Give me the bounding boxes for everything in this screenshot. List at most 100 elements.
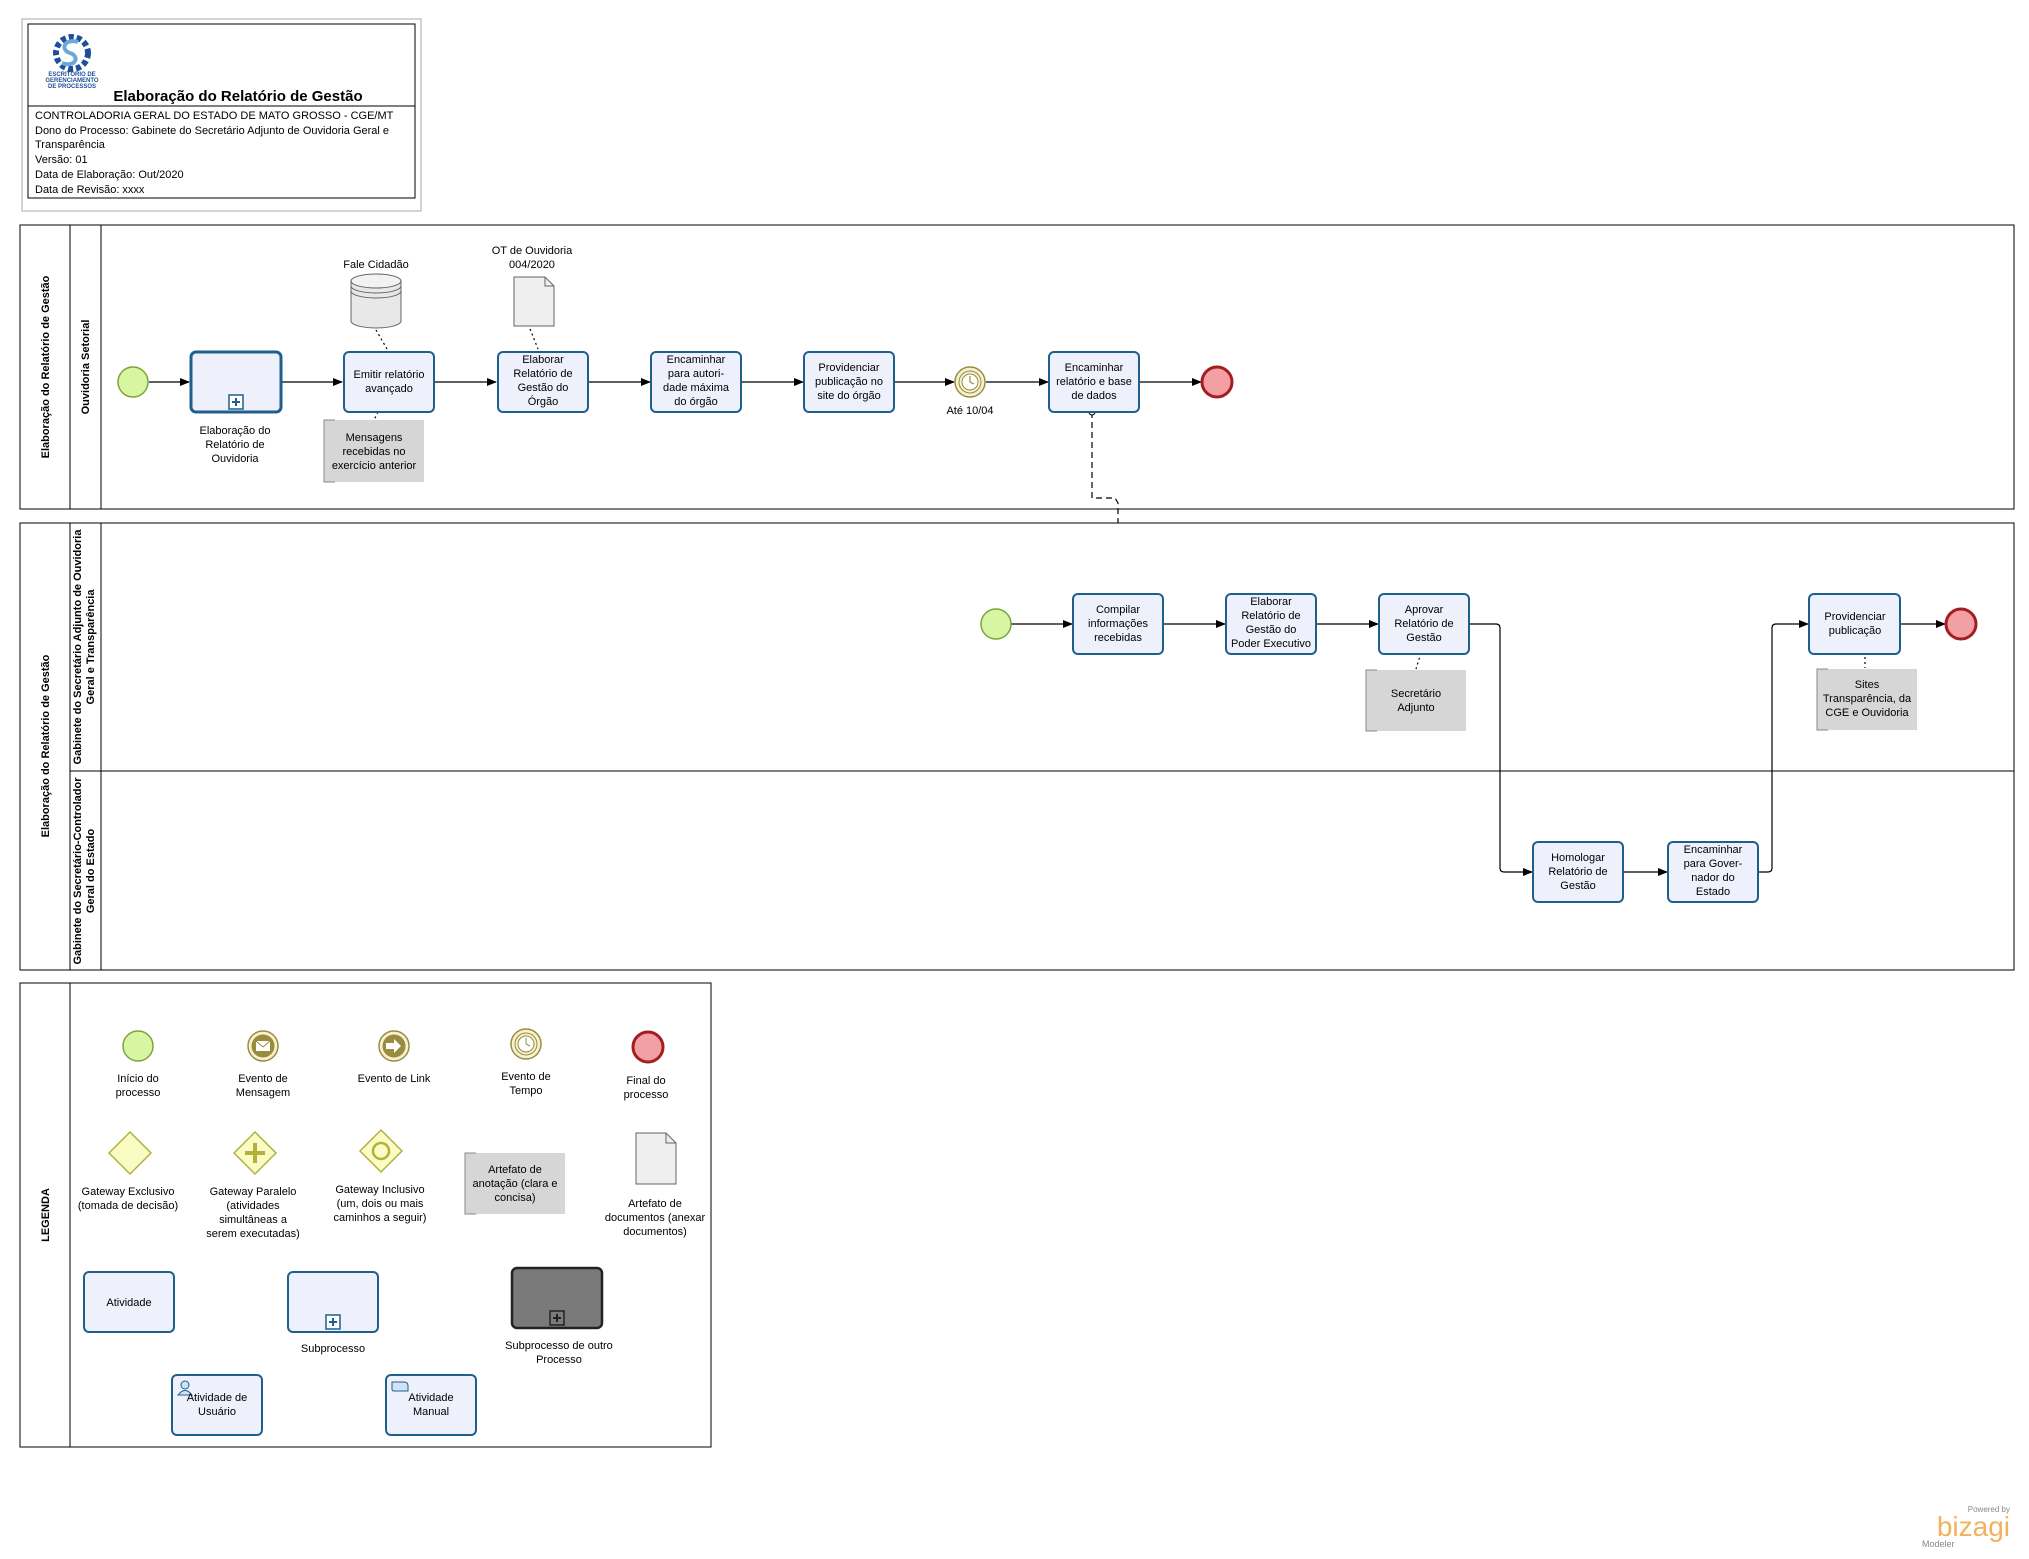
- task-label: Gestão do: [1246, 624, 1297, 636]
- task-label: recebidas: [1094, 632, 1142, 644]
- legend-label: Evento de: [501, 1071, 551, 1083]
- logo-text-1: ESCRITÓRIO DE: [48, 70, 95, 78]
- legend-label: Atividade de: [187, 1392, 248, 1404]
- page-title: Elaboração do Relatório de Gestão: [113, 88, 362, 105]
- header-line-created: Data de Elaboração: Out/2020: [35, 169, 184, 181]
- task-compilar-informacoes[interactable]: Compilar informações recebidas: [1072, 593, 1164, 655]
- task-label: informações: [1088, 618, 1148, 630]
- task-label: de dados: [1071, 390, 1117, 402]
- legend-label: Processo: [536, 1354, 582, 1366]
- start-event-ouvidoria[interactable]: [117, 366, 149, 398]
- document-label-1: OT de Ouvidoria: [492, 245, 573, 257]
- bizagi-wordmark: bizagi: [1937, 1511, 2010, 1542]
- pool-ouvidoria: Elaboração do Relatório de Gestão Ouvido…: [19, 224, 2015, 510]
- legend-label: Artefato de: [628, 1198, 682, 1210]
- annotation-mensagens: Mensagens recebidas no exercício anterio…: [323, 419, 424, 483]
- annotation-line: CGE e Ouvidoria: [1825, 707, 1909, 719]
- annotation-line: exercício anterior: [332, 460, 417, 472]
- header-box: ESCRITÓRIO DE GERENCIAMENTO DE PROCESSOS…: [21, 18, 422, 212]
- subprocess-label-3: Ouvidoria: [211, 453, 259, 465]
- timer-label: Até 10/04: [946, 405, 993, 417]
- logo-icon: ESCRITÓRIO DE GERENCIAMENTO DE PROCESSOS: [45, 34, 99, 90]
- legend-label: serem executadas): [206, 1228, 300, 1240]
- task-label: Emitir relatório: [354, 369, 425, 381]
- subprocess-label-1: Elaboração do: [200, 425, 271, 437]
- timer-event-ate-1004[interactable]: Até 10/04: [946, 366, 994, 417]
- end-event-gabinete[interactable]: [1944, 607, 1978, 641]
- task-encaminhar-governador[interactable]: Encaminhar para Gover- nador do Estado: [1667, 841, 1759, 903]
- task-encaminhar-relatorio-base[interactable]: Encaminhar relatório e base de dados: [1048, 351, 1140, 413]
- legend-title: LEGENDA: [40, 1188, 52, 1242]
- task-label: Relatório de: [513, 368, 572, 380]
- task-label: Aprovar: [1405, 604, 1444, 616]
- header-line-version: Versão: 01: [35, 154, 88, 166]
- task-label: Elaborar: [1250, 596, 1292, 608]
- legend-subprocess-icon: [287, 1271, 379, 1333]
- start-event-gabinete[interactable]: [980, 608, 1012, 640]
- annotation-line: Transparência, da: [1823, 693, 1912, 705]
- legend-label: Final do: [626, 1075, 665, 1087]
- legend-document-icon: [635, 1132, 677, 1185]
- task-label: site do órgão: [817, 390, 881, 402]
- task-providenciar-publicacao[interactable]: Providenciar publicação: [1808, 593, 1901, 655]
- lane-gabinete-controlador-1: Gabinete do Secretário-Controlador: [72, 777, 84, 965]
- legend: LEGENDA Início do processo Evento de Men…: [19, 982, 712, 1448]
- task-label: Relatório de: [1394, 618, 1453, 630]
- modeler-text: Modeler: [1922, 1539, 1955, 1549]
- legend-label: Subprocesso de outro: [505, 1340, 613, 1352]
- legend-label: Manual: [413, 1406, 449, 1418]
- task-label: Gestão: [1560, 880, 1595, 892]
- datastore-label: Fale Cidadão: [343, 259, 408, 271]
- lane-gabinete-adjunto-1: Gabinete do Secretário Adjunto de Ouvido…: [72, 529, 84, 765]
- legend-label: Subprocesso: [301, 1343, 365, 1355]
- task-label: Gestão: [1406, 632, 1441, 644]
- task-label: Providenciar: [818, 362, 879, 374]
- legend-user-task-icon: [171, 1374, 263, 1436]
- annotation-line: Adjunto: [1397, 702, 1434, 714]
- task-elaborar-relatorio-orgao[interactable]: Elaborar Relatório de Gestão do Órgão: [497, 351, 589, 413]
- data-store-fale-cidadao: Fale Cidadão: [343, 259, 409, 329]
- pool2-flows: [1010, 620, 1946, 876]
- task-label: para autori-: [668, 368, 725, 380]
- task-encaminhar-autoridade[interactable]: Encaminhar para autori- dade máxima do ó…: [650, 351, 742, 413]
- legend-timer-icon: [510, 1028, 542, 1060]
- task-aprovar-relatorio[interactable]: Aprovar Relatório de Gestão: [1378, 593, 1470, 655]
- lane-gabinete-adjunto-2: Geral e Transparência: [85, 589, 97, 705]
- task-providenciar-publicacao-site[interactable]: Providenciar publicação no site do órgão: [803, 351, 895, 413]
- legend-label: anotação (clara e: [473, 1178, 558, 1190]
- task-label: avançado: [365, 383, 413, 395]
- legend-label: Artefato de: [488, 1164, 542, 1176]
- legend-label: Evento de: [238, 1073, 288, 1085]
- pool1-name: Elaboração do Relatório de Gestão: [40, 275, 52, 458]
- legend-start-icon: [122, 1030, 154, 1062]
- task-label: Poder Executivo: [1231, 638, 1311, 650]
- task-elaborar-relatorio-poder-executivo[interactable]: Elaborar Relatório de Gestão do Poder Ex…: [1225, 593, 1317, 655]
- legend-inclusive-gateway-icon: [358, 1128, 404, 1174]
- document-label-2: 004/2020: [509, 259, 555, 271]
- legend-label: Início do: [117, 1073, 159, 1085]
- task-label: Estado: [1696, 886, 1730, 898]
- task-emitir-relatorio[interactable]: Emitir relatório avançado: [343, 351, 435, 413]
- legend-message-icon: [247, 1030, 279, 1062]
- legend-label: Usuário: [198, 1406, 236, 1418]
- subprocess-elaboracao-relatorio-ouvidoria[interactable]: Elaboração do Relatório de Ouvidoria: [189, 350, 283, 465]
- logo-text-2: GERENCIAMENTO: [45, 78, 99, 84]
- task-label: Encaminhar: [1065, 362, 1124, 374]
- legend-exclusive-gateway-icon: [107, 1130, 153, 1176]
- legend-label: Mensagem: [236, 1087, 290, 1099]
- annotation-line: Sites: [1855, 679, 1880, 691]
- document-ot-ouvidoria: OT de Ouvidoria 004/2020: [492, 245, 573, 327]
- legend-label: simultâneas a: [219, 1214, 288, 1226]
- task-label: publicação: [1829, 625, 1882, 637]
- legend-label: (tomada de decisão): [78, 1200, 178, 1212]
- legend-label: concisa): [495, 1192, 536, 1204]
- end-event-ouvidoria[interactable]: [1200, 365, 1234, 399]
- bizagi-logo: Powered by bizagi Modeler: [1922, 1505, 2010, 1549]
- task-homologar-relatorio[interactable]: Homologar Relatório de Gestão: [1532, 841, 1624, 903]
- legend-label: documentos): [623, 1226, 687, 1238]
- task-label: Relatório de: [1241, 610, 1300, 622]
- legend-label: Gateway Paralelo: [210, 1186, 297, 1198]
- legend-call-activity-icon: [510, 1266, 604, 1330]
- task-label: Elaborar: [522, 354, 564, 366]
- annotation-secretario-adjunto: Secretário Adjunto: [1365, 669, 1466, 732]
